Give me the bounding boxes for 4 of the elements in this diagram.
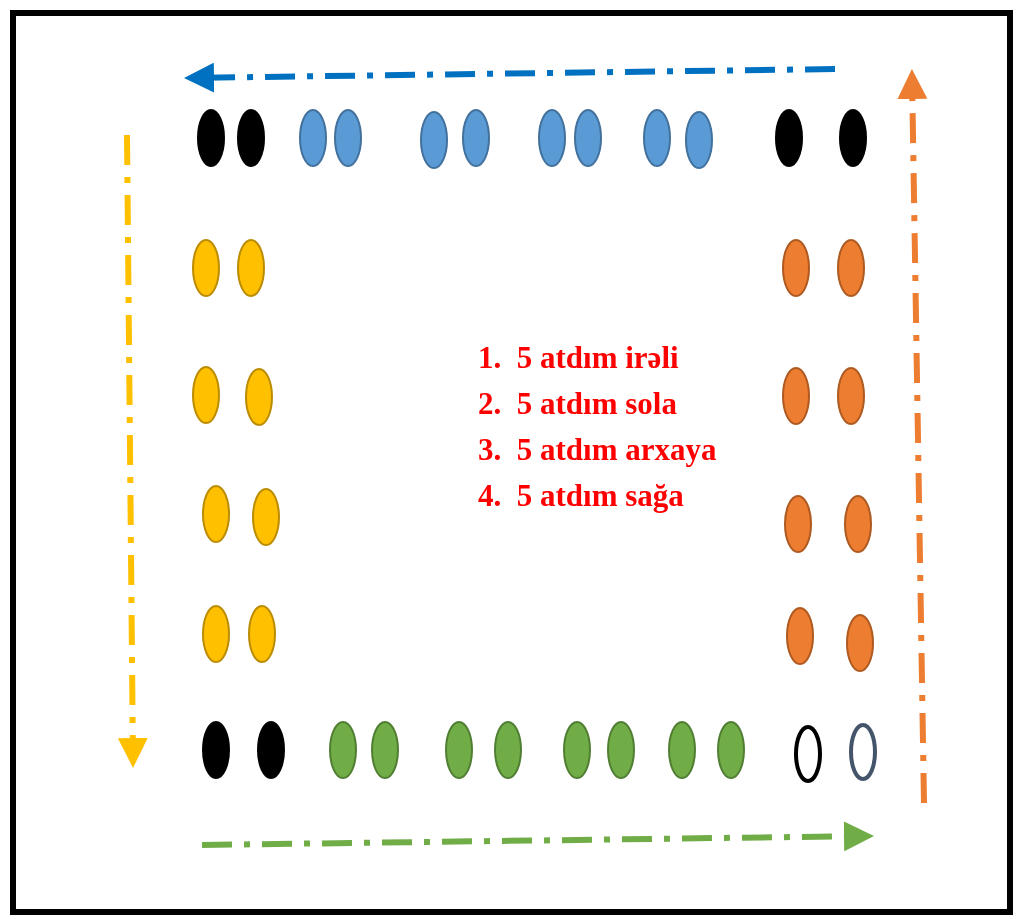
instruction-text: 1. 5 atdım irəli (478, 340, 679, 376)
instruction-text: 2. 5 atdım sola (478, 386, 677, 422)
instruction-text: 4. 5 atdım sağa (478, 478, 684, 514)
instruction-text: 3. 5 atdım arxaya (478, 432, 717, 468)
